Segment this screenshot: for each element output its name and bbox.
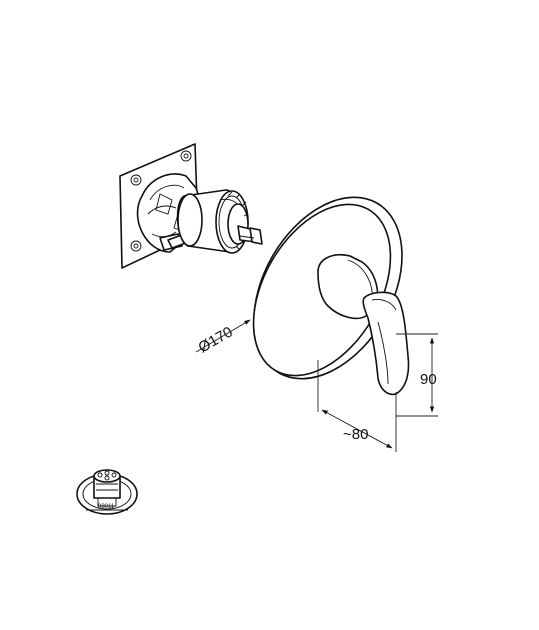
part-code: 88011	[98, 504, 115, 510]
dimension-height: 90	[396, 333, 438, 417]
screw-icon	[180, 150, 192, 162]
part-thumbnail: 88011	[76, 469, 138, 515]
diameter-label: Ø170	[196, 323, 236, 356]
height-label: 90	[420, 371, 437, 388]
dimension-depth: ~80	[317, 360, 397, 452]
screw-icon	[130, 240, 142, 252]
concealed-valve-body	[119, 143, 263, 269]
trim-set	[252, 196, 410, 396]
handle-lever	[362, 291, 410, 396]
dimension-diameter: Ø170	[196, 319, 251, 356]
depth-label: ~80	[343, 426, 368, 443]
screw-icon	[130, 174, 142, 186]
